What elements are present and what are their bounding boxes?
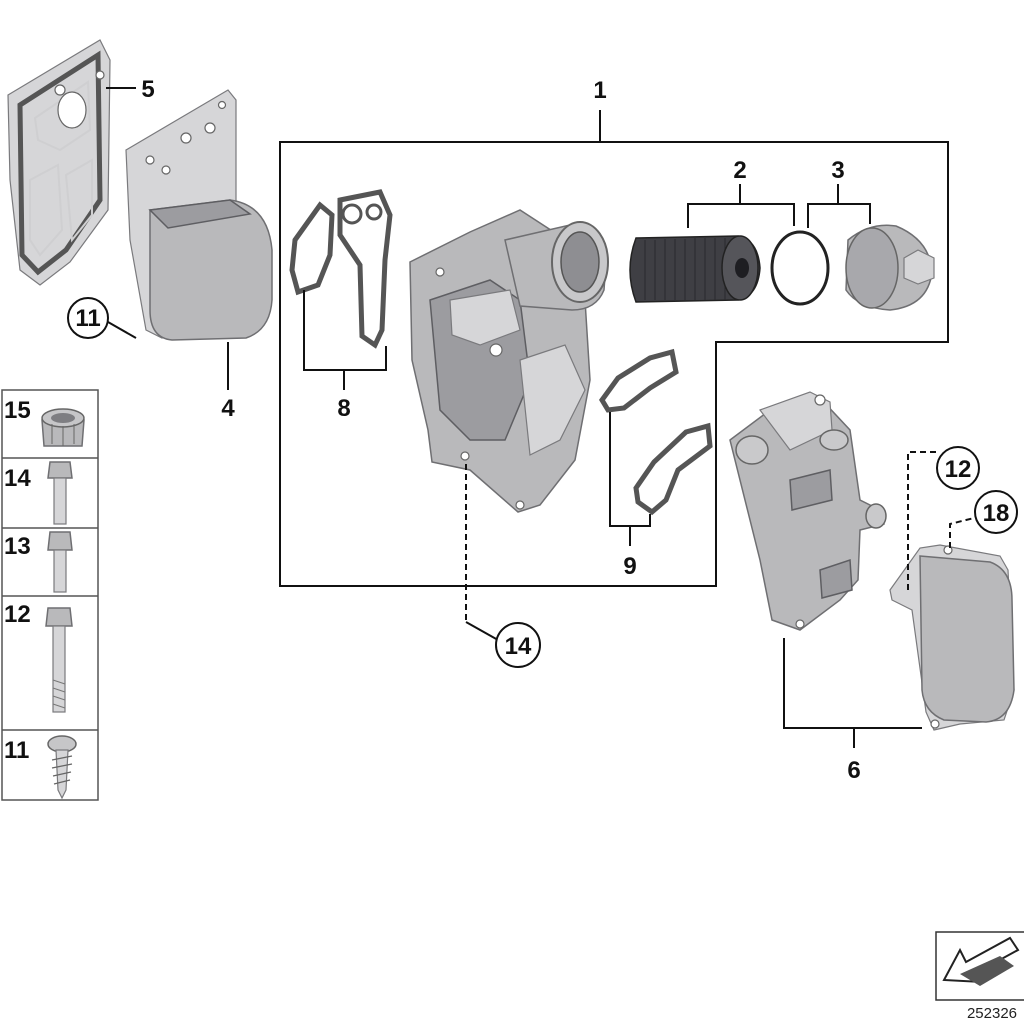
callout-12: 12 xyxy=(945,456,972,483)
filter-element-part-2 xyxy=(629,235,761,303)
callout-11-upper: 11 xyxy=(75,305,100,332)
callout-9: 9 xyxy=(623,553,636,580)
side-parts-panel: 15 14 13 12 11 xyxy=(1,389,99,801)
filter-cap-part-3 xyxy=(845,224,935,311)
gasket-part-5 xyxy=(7,39,111,286)
bolt-part-14 xyxy=(47,461,73,525)
screw-part-11 xyxy=(47,735,77,800)
side-label-14: 14 xyxy=(4,465,31,492)
bracket-2 xyxy=(687,203,795,228)
leader-12 xyxy=(907,451,936,590)
callout-8: 8 xyxy=(337,395,350,422)
bolt-part-12 xyxy=(45,607,73,713)
side-label-12: 12 xyxy=(4,601,31,628)
leader-18 xyxy=(949,517,975,548)
bolt-part-13 xyxy=(47,531,73,593)
side-label-15: 15 xyxy=(4,397,31,424)
bracket-3 xyxy=(807,203,871,228)
o-ring xyxy=(770,230,830,306)
callout-14-circle xyxy=(495,622,541,668)
gasket-set-part-8 xyxy=(289,189,393,349)
bracket-6 xyxy=(783,638,922,729)
side-label-11: 11 xyxy=(4,737,29,764)
callout-11-circle xyxy=(67,297,109,339)
oil-filter-housing xyxy=(409,209,609,513)
oil-cooler-part-4 xyxy=(125,89,273,341)
sleeve-nut-part-15 xyxy=(41,408,85,447)
leader-11-upper xyxy=(107,321,137,339)
callout-18: 18 xyxy=(983,500,1010,527)
callout-4: 4 xyxy=(221,395,235,422)
housing-cooler-part-6 xyxy=(729,391,1015,731)
side-label-13: 13 xyxy=(4,533,31,560)
assembly-bracket-1 xyxy=(279,141,949,587)
callout-12-circle xyxy=(936,446,980,490)
gasket-set-part-9 xyxy=(599,348,713,516)
reference-number: 252326 xyxy=(967,1005,1017,1022)
callout-2: 2 xyxy=(733,157,746,184)
reference-box xyxy=(935,931,1024,1001)
callout-14: 14 xyxy=(505,633,532,660)
callout-3: 3 xyxy=(831,157,844,184)
callout-6: 6 xyxy=(847,757,860,784)
callout-5: 5 xyxy=(141,76,154,103)
callout-18-circle xyxy=(974,490,1018,534)
bracket-8 xyxy=(303,290,387,371)
callout-1: 1 xyxy=(593,77,606,104)
